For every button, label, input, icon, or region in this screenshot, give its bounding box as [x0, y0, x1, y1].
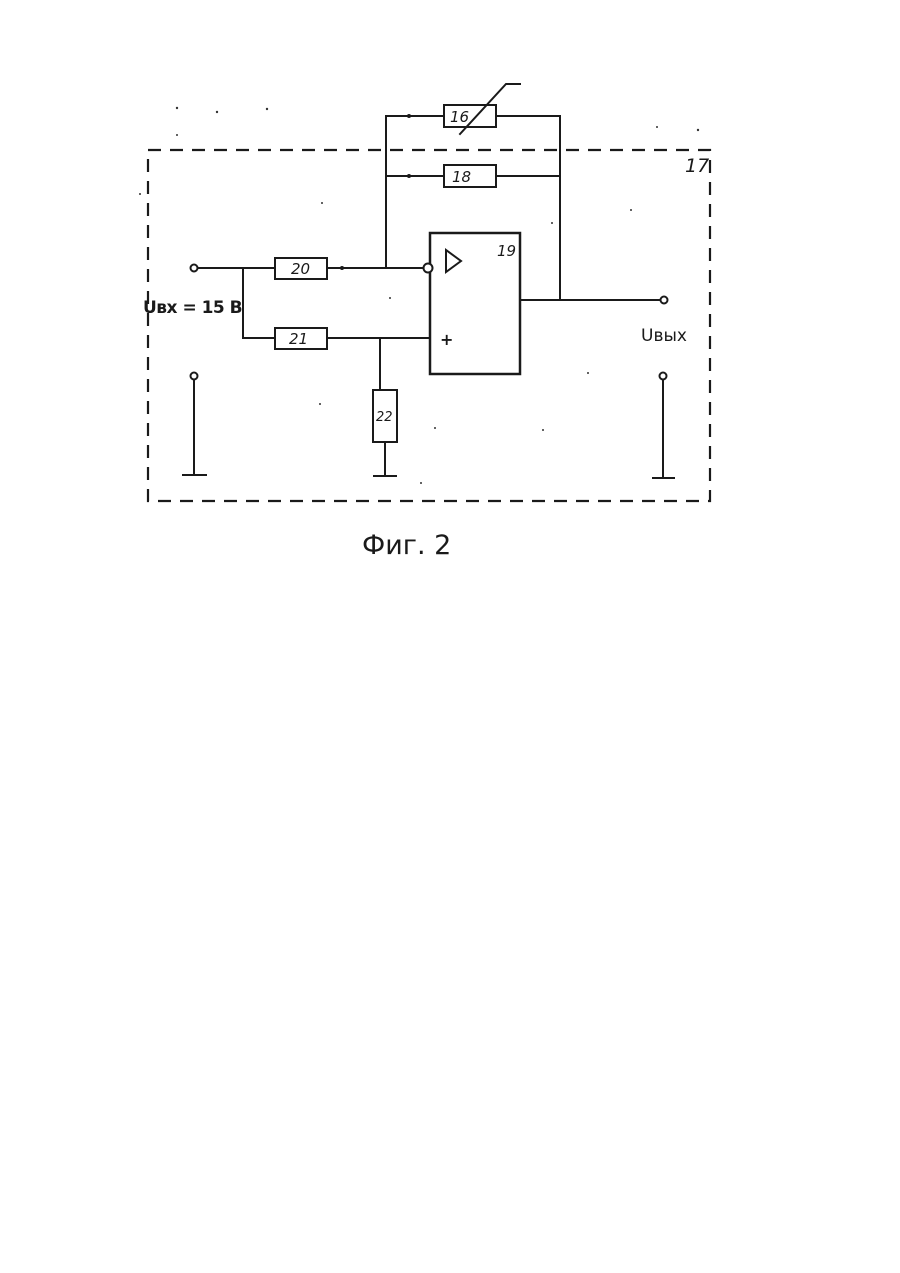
opamp-label: 19: [497, 242, 516, 260]
resistor-20: 20: [275, 258, 327, 279]
output-ground-terminal: [660, 373, 667, 380]
frame-label: 17: [685, 155, 709, 177]
resistor-21-label: 21: [289, 330, 308, 348]
junction-dot-r16: [407, 114, 411, 118]
junction-dot-inverting: [340, 266, 344, 270]
resistor-18-label: 18: [452, 168, 471, 186]
junction-dot-r18: [407, 174, 411, 178]
resistor-21: 21: [275, 328, 327, 349]
resistor-20-label: 20: [291, 260, 310, 278]
resistor-18: 18: [444, 165, 496, 187]
input-terminal: [191, 265, 198, 272]
output-terminal: [661, 297, 668, 304]
resistor-16-variable: 16: [444, 84, 520, 134]
resistor-22: 22: [373, 390, 397, 442]
input-voltage-label: Uвх = 15 В: [143, 298, 242, 318]
resistor-22-label: 22: [376, 410, 393, 425]
output-voltage-label: Uвых: [641, 326, 687, 346]
resistor-16-label: 16: [450, 108, 469, 126]
figure-caption: Фиг. 2: [362, 530, 451, 561]
opamp-19: 19 +: [424, 233, 521, 374]
inverting-input-bubble: [424, 264, 433, 273]
input-ground-terminal: [191, 373, 198, 380]
opamp-plus-sign: +: [440, 330, 453, 349]
scan-specks: [139, 107, 699, 484]
